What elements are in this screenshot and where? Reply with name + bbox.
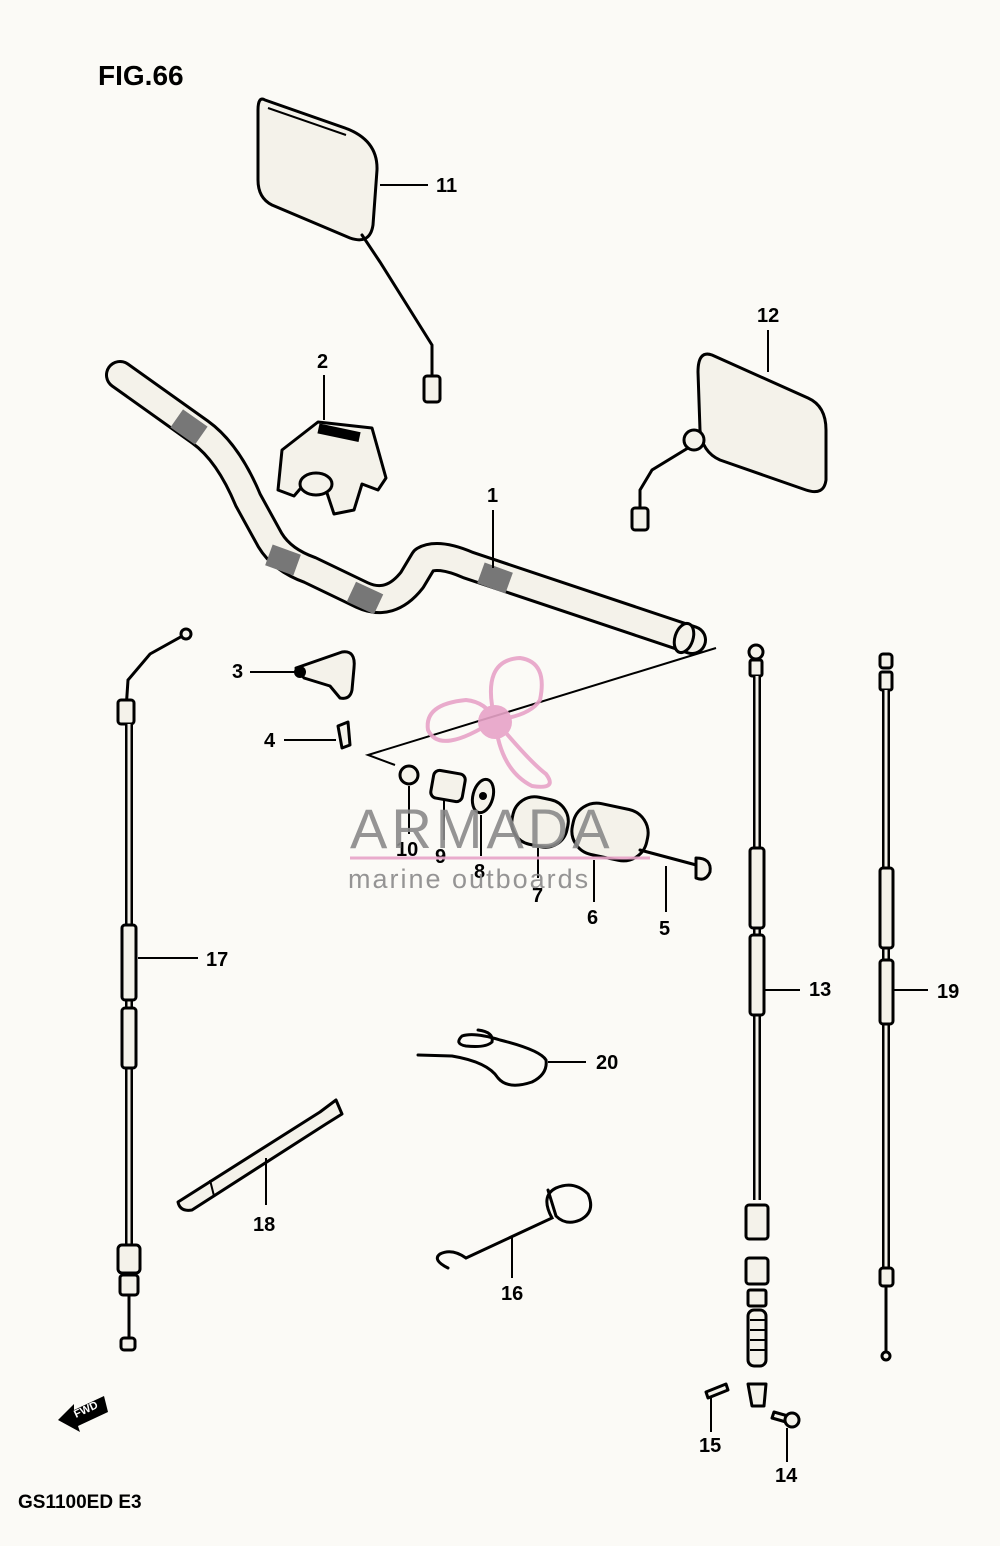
callout-18: 18: [253, 1214, 275, 1236]
balancer-rubber: [510, 795, 570, 849]
forward-arrow: FWD: [58, 1396, 108, 1432]
cable-holder: [294, 650, 356, 700]
speedometer-cable: [878, 652, 895, 1362]
figure-title: FIG.66: [98, 60, 184, 91]
throttle-cable: [116, 627, 193, 1352]
watermark: ARMADA marine outboards: [348, 655, 650, 894]
callout-8: 8: [474, 861, 485, 883]
callout-11: 11: [436, 175, 457, 197]
callout-16: 16: [501, 1283, 523, 1305]
callout-2: 2: [317, 351, 328, 373]
wire-clamp: [416, 1028, 548, 1087]
handlebar-clamp: [276, 420, 388, 516]
callout-5: 5: [659, 918, 670, 940]
wire-clip: [435, 1183, 593, 1270]
callout-14: 14: [775, 1465, 798, 1487]
clutch-cable: [744, 643, 770, 1408]
handlebar: [105, 360, 707, 655]
nut: [398, 764, 420, 786]
adjuster-screw: [704, 1382, 730, 1400]
callout-15: 15: [699, 1435, 721, 1457]
callout-10: 10: [396, 839, 418, 861]
mirror-right: [630, 352, 828, 532]
bolt: [638, 848, 712, 881]
callout-3: 3: [232, 661, 243, 683]
bolt-small: [770, 1410, 801, 1429]
screw: [336, 720, 352, 750]
propeller-logo: [425, 655, 552, 789]
callout-19: 19: [937, 981, 959, 1003]
washer: [470, 777, 496, 815]
callout-6: 6: [587, 907, 598, 929]
spacer: [429, 768, 467, 804]
callout-12: 12: [757, 305, 779, 327]
callout-1: 1: [487, 485, 498, 507]
callout-13: 13: [809, 979, 831, 1001]
cable-band: [176, 1098, 344, 1212]
mirror-left: [256, 97, 442, 404]
callout-4: 4: [264, 730, 276, 752]
callout-20: 20: [596, 1052, 618, 1074]
model-code: GS1100ED E3: [18, 1492, 142, 1513]
watermark-tagline: marine outboards: [348, 864, 590, 894]
watermark-brand: ARMADA: [350, 797, 614, 860]
callout-17: 17: [206, 949, 228, 971]
callout-7: 7: [532, 885, 543, 907]
